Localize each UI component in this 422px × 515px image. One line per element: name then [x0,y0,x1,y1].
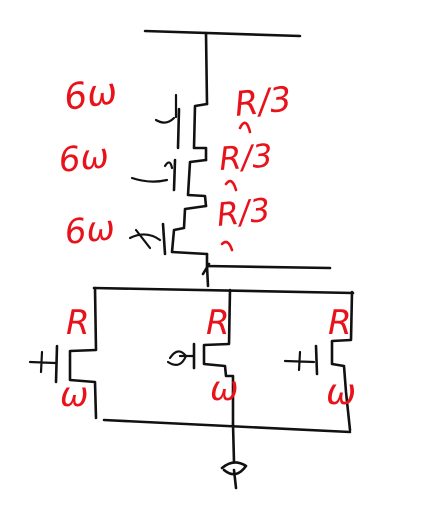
top-rail [143,29,302,38]
bank-gate-wire-1 [28,350,57,374]
bank-gate-plate-1 [54,344,59,384]
stack-top-wire [204,31,209,106]
stack-gate-wire-2 [130,161,174,183]
stack-transistor-1 [192,102,209,162]
bank-resistor-label-1: R [66,303,90,343]
stack-width-label-1: 6ω [62,71,120,119]
bank-gate-wire-2 [166,350,195,366]
stack-gate-wire-3 [128,228,162,250]
bank-width-label-1: ω [60,375,88,415]
bank-bottom-rail [102,418,352,434]
stack-bottom-tick [201,262,211,276]
bank-gate-plate-3 [314,344,319,376]
bank-width-label-2: ω [210,369,238,409]
bank-resistor-label-3: R [328,303,352,343]
bank-transistor-3 [330,290,354,432]
stack-transistor-3 [170,204,209,256]
stack-width-label-2: 6ω [57,136,111,181]
stack-gate-plate-3 [161,222,167,256]
annotations: R/3 R/3 R/3 6ω 6ω 6ω R R R ω ω ω [57,71,356,415]
stack-gate-plate-2 [172,158,177,192]
stack-gate-wire-1 [154,93,178,124]
stack-width-label-3: 6ω [63,208,117,253]
bank-transistor-2 [202,288,235,426]
bank-gate-wire-3 [283,350,316,372]
stack-gate-plate-1 [176,107,181,150]
output-wire [231,422,236,464]
parallel-bank-wiring [28,286,355,490]
bank-width-label-3: ω [326,372,356,413]
bank-transistor-1 [68,286,98,420]
stack-resistor-label-1: R/3 [233,79,294,125]
stack-label-stroke-1 [238,121,252,134]
bank-resistor-label-2: R [206,303,230,343]
ground-symbol [220,461,248,490]
stack-label-stroke-2 [224,179,238,192]
series-stack-wiring [128,29,332,288]
annotation-strokes [220,121,252,252]
stack-bottom-wire [205,252,332,288]
stack-label-stroke-3 [220,240,234,252]
stack-transistor-2 [186,158,208,208]
stack-resistor-label-2: R/3 [218,136,274,178]
stack-resistor-label-3: R/3 [215,191,272,234]
bank-top-rail [92,286,355,295]
